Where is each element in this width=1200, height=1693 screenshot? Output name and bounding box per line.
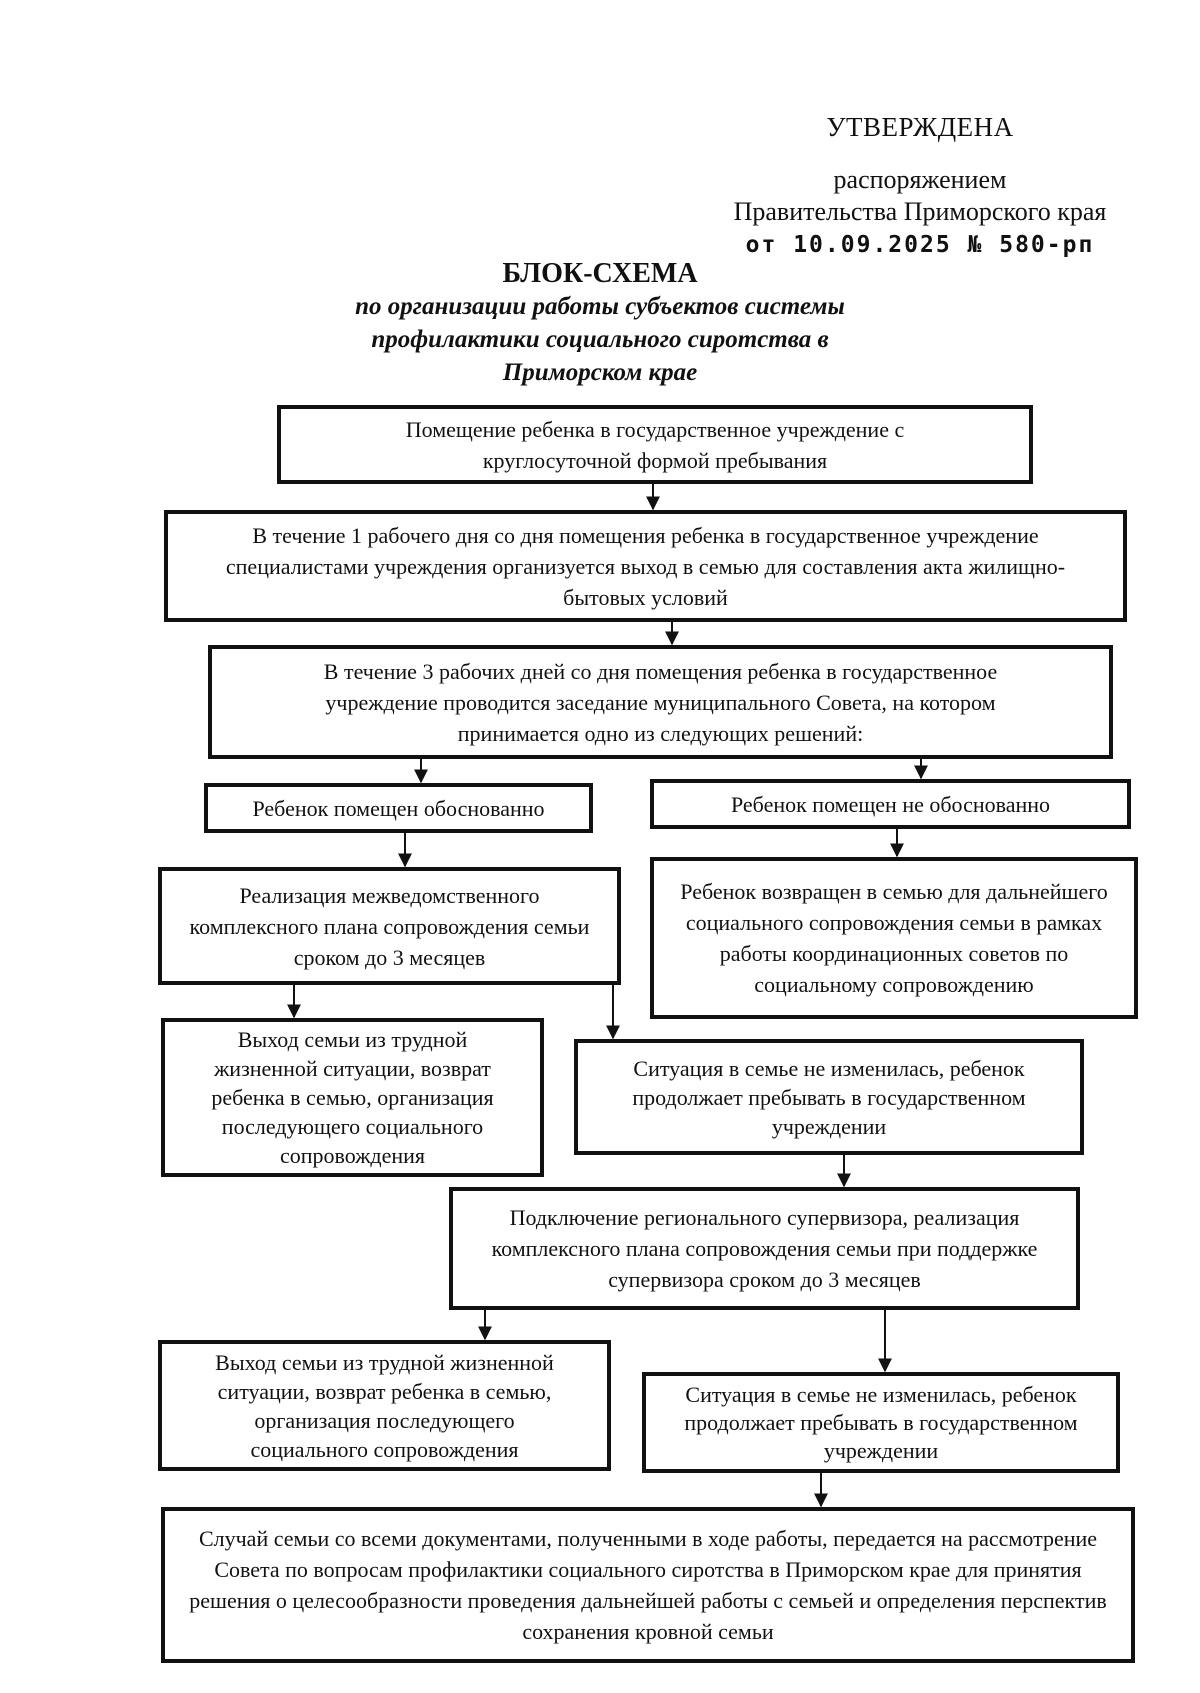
flow-box-no-change-1-text: Ситуация в семье не изменилась, ребенок …	[632, 1055, 1026, 1139]
approval-number: от 10.09.2025 № 580-рп	[745, 232, 1095, 258]
flow-box-returned-to-family: Ребенок возвращен в семью для дальнейшег…	[650, 857, 1138, 1019]
flow-box-exit-crisis-2-text: Выход семьи из трудной жизненной ситуаци…	[215, 1349, 554, 1462]
approval-title: УТВЕРЖДЕНА	[826, 112, 1014, 142]
flow-box-not-justified-text: Ребенок помещен не обоснованно	[730, 791, 1051, 817]
approval-line-1: распоряжением	[833, 165, 1007, 194]
flow-box-exit-crisis-1: Выход семьи из трудной жизненной ситуаци…	[161, 1018, 544, 1177]
flow-box-placement: Помещение ребенка в государственное учре…	[277, 405, 1033, 484]
flow-box-interagency-plan-text: Реализация межведомственного комплексног…	[189, 882, 590, 970]
flow-box-family-visit: В течение 1 рабочего дня со дня помещени…	[164, 510, 1127, 622]
flow-box-exit-crisis-1-text: Выход семьи из трудной жизненной ситуаци…	[211, 1027, 494, 1168]
flow-box-interagency-plan: Реализация межведомственного комплексног…	[158, 867, 621, 985]
flow-box-placement-text: Помещение ребенка в государственное учре…	[405, 416, 905, 473]
flow-box-no-change-2-text: Ситуация в семье не изменилась, ребенок …	[684, 1381, 1078, 1463]
flow-box-council-meeting-text: В течение 3 рабочих дней со дня помещени…	[323, 658, 998, 746]
flow-box-family-visit-text: В течение 1 рабочего дня со дня помещени…	[225, 522, 1066, 610]
flow-box-council-meeting: В течение 3 рабочих дней со дня помещени…	[208, 645, 1113, 759]
document-subtitle: по организации работы субъектов системы …	[355, 293, 845, 386]
flow-box-regional-council-text: Случай семьи со всеми документами, получ…	[189, 1526, 1107, 1644]
flow-box-supervisor: Подключение регионального супервизора, р…	[449, 1187, 1080, 1310]
flow-box-exit-crisis-2: Выход семьи из трудной жизненной ситуаци…	[158, 1340, 611, 1471]
document-title: БЛОК-СХЕМА	[502, 258, 698, 289]
flow-box-no-change-1: Ситуация в семье не изменилась, ребенок …	[574, 1039, 1084, 1155]
flow-box-returned-to-family-text: Ребенок возвращен в семью для дальнейшег…	[680, 879, 1108, 997]
flow-box-no-change-2: Ситуация в семье не изменилась, ребенок …	[642, 1372, 1120, 1473]
flow-box-supervisor-text: Подключение регионального супервизора, р…	[491, 1205, 1038, 1292]
flow-box-justified-text: Ребенок помещен обоснованно	[252, 795, 545, 821]
approval-line-2: Правительства Приморского края	[733, 197, 1107, 226]
flow-box-not-justified: Ребенок помещен не обоснованно	[650, 779, 1131, 829]
flow-box-regional-council: Случай семьи со всеми документами, получ…	[161, 1507, 1135, 1663]
flow-box-justified: Ребенок помещен обоснованно	[204, 783, 593, 833]
